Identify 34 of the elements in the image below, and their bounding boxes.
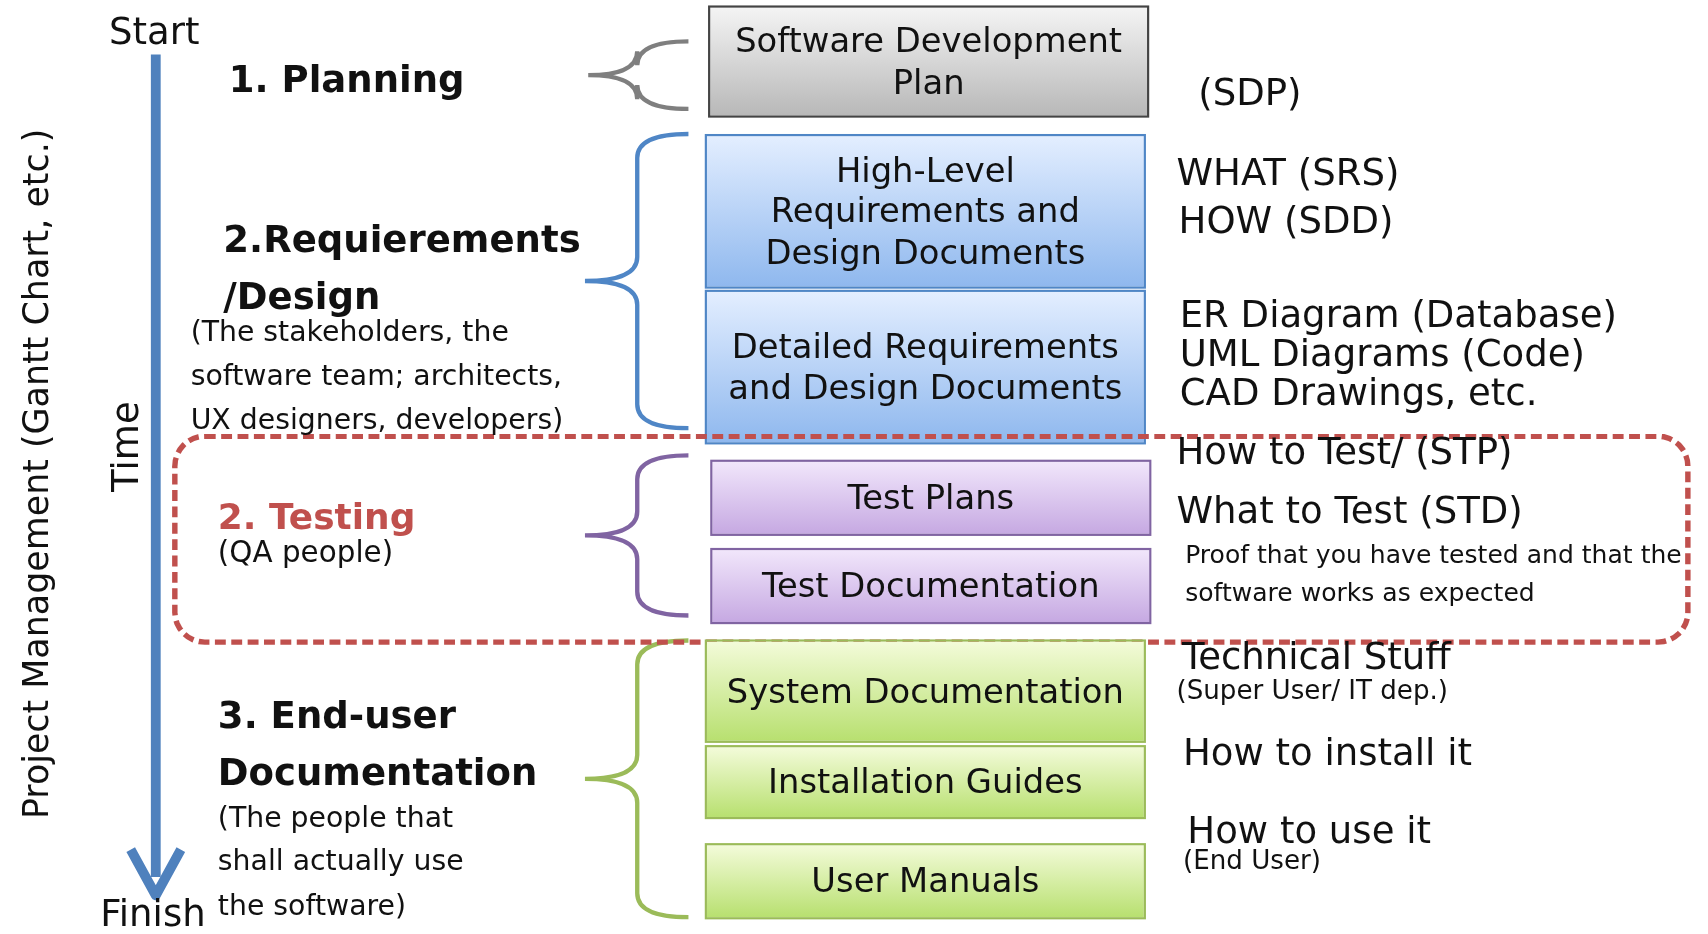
- box-label: Test Plans: [846, 477, 1016, 519]
- document-box: [704, 639, 1146, 743]
- document-box: [704, 843, 1146, 920]
- document-box: [704, 745, 1146, 820]
- phase-title: 1. Planning: [228, 56, 465, 101]
- finish-label: Finish: [100, 891, 206, 934]
- box-label: Detailed Requirements and Design Documents: [727, 326, 1124, 408]
- box-label: User Manuals: [810, 861, 1041, 902]
- annotation-text: (Super User/ IT dep.): [1176, 675, 1449, 706]
- phase-title: 3. End-user Documentation: [217, 691, 539, 796]
- document-box: [710, 547, 1152, 625]
- start-label: Start: [108, 8, 200, 53]
- document-box: [710, 459, 1152, 536]
- document-box: [708, 5, 1150, 118]
- annotation-text: Proof that you have tested and that the software works as expected: [1185, 539, 1683, 609]
- annotation-text: Technical Stuff: [1181, 633, 1451, 678]
- annotation-text: HOW (SDD): [1178, 198, 1394, 242]
- box-label: System Documentation: [725, 670, 1125, 712]
- document-box: [704, 289, 1146, 445]
- box-label: Software Development Plan: [734, 21, 1124, 103]
- phase-note: (The people that shall actually use the software): [217, 799, 465, 924]
- annotation-text: What to Test (STD): [1176, 488, 1523, 532]
- annotation-text: How to install it: [1183, 729, 1472, 774]
- time-label: Time: [103, 401, 148, 492]
- annotation-text: ER Diagram (Database): [1179, 291, 1618, 336]
- box-label: High-Level Requirements and Design Documents: [764, 150, 1087, 273]
- annotation-text: WHAT (SRS): [1176, 150, 1400, 194]
- annotation-text: How to Test/ (STP): [1176, 429, 1513, 473]
- box-label: Installation Guides: [767, 761, 1084, 803]
- phase-title: 2.Requierements /Design: [223, 215, 582, 319]
- box-label: Test Documentation: [761, 565, 1101, 607]
- axis-title: Project Management (Gantt Chart, etc.): [15, 128, 57, 820]
- annotation-text: (SDP): [1198, 69, 1302, 114]
- document-box: [704, 134, 1146, 289]
